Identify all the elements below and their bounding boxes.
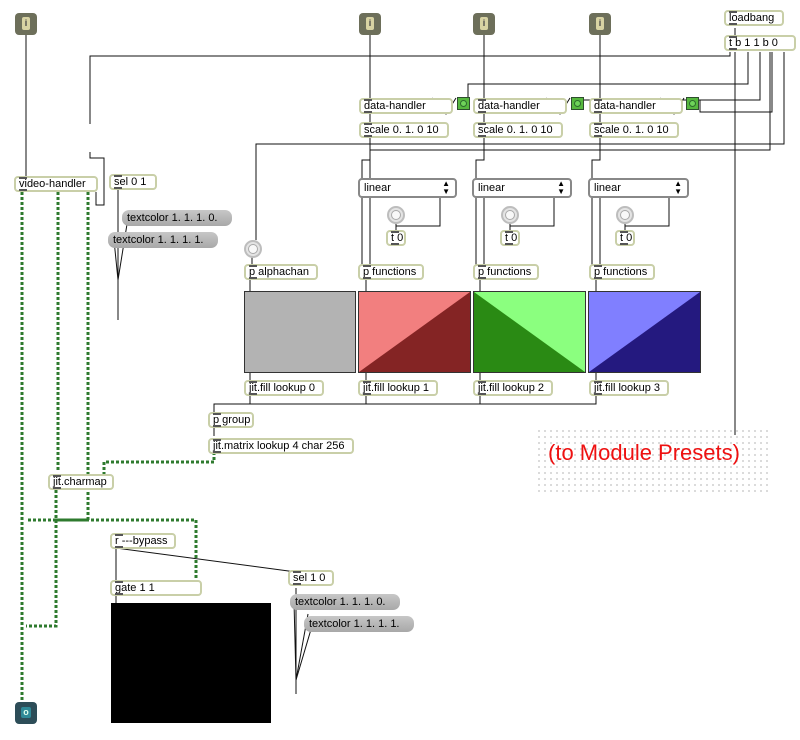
bang-button[interactable] — [501, 206, 519, 224]
textcolor-full-message[interactable]: textcolor 1. 1. 1. 1. — [304, 616, 414, 632]
scale-object[interactable]: scale 0. 1. 0 10 — [359, 122, 449, 138]
interp-menu[interactable]: linear ▲▼ — [472, 178, 572, 198]
red-dark-fill — [359, 292, 470, 372]
t-0-object[interactable]: t 0 — [615, 230, 635, 246]
data-handler-object[interactable]: data-handler — [589, 98, 683, 114]
fill-lookup-object[interactable]: jit.fill lookup 0 — [244, 380, 324, 396]
blue-dark-fill — [589, 292, 700, 372]
inlet-glyph: i — [480, 17, 488, 30]
fill-lookup-object[interactable]: jit.fill lookup 1 — [358, 380, 438, 396]
inlet-icon[interactable]: i — [473, 13, 495, 35]
toggle-checkbox[interactable] — [571, 97, 584, 110]
menu-arrows-icon: ▲▼ — [557, 179, 565, 196]
outlet-icon[interactable]: o — [15, 702, 37, 724]
interp-menu[interactable]: linear ▲▼ — [588, 178, 689, 198]
gate-object[interactable]: gate 1 1 — [110, 580, 202, 596]
receive-bypass-object[interactable]: r ---bypass — [110, 533, 176, 549]
group-object[interactable]: p group — [208, 412, 254, 428]
textcolor-full-message[interactable]: textcolor 1. 1. 1. 1. — [108, 232, 218, 248]
t-0-object[interactable]: t 0 — [500, 230, 520, 246]
interp-menu-label: linear — [594, 182, 621, 194]
interp-menu-label: linear — [478, 182, 505, 194]
alphachan-object[interactable]: p alphachan — [244, 264, 318, 280]
video-handler-object[interactable]: video-handler — [14, 176, 98, 192]
comment-panel — [536, 428, 768, 494]
alpha-function-display[interactable] — [244, 291, 356, 373]
module-presets-comment: (to Module Presets) — [548, 440, 740, 465]
functions-object[interactable]: p functions — [473, 264, 539, 280]
video-display[interactable] — [111, 603, 271, 723]
data-handler-object[interactable]: data-handler — [473, 98, 567, 114]
bang-button[interactable] — [387, 206, 405, 224]
menu-arrows-icon: ▲▼ — [674, 179, 682, 196]
fill-lookup-object[interactable]: jit.fill lookup 2 — [473, 380, 553, 396]
blue-function-display[interactable] — [588, 291, 701, 373]
red-function-display[interactable] — [358, 291, 471, 373]
toggle-checkbox[interactable] — [457, 97, 470, 110]
scale-object[interactable]: scale 0. 1. 0 10 — [589, 122, 679, 138]
trigger-object[interactable]: t b 1 1 b 0 — [724, 35, 796, 51]
matrix-object[interactable]: jit.matrix lookup 4 char 256 — [208, 438, 354, 454]
outlet-glyph: o — [21, 707, 31, 718]
textcolor-dim-message[interactable]: textcolor 1. 1. 1. 0. — [122, 210, 232, 226]
inlet-glyph: i — [596, 17, 604, 30]
data-handler-object[interactable]: data-handler — [359, 98, 453, 114]
inlet-icon[interactable]: i — [15, 13, 37, 35]
fill-lookup-object[interactable]: jit.fill lookup 3 — [589, 380, 669, 396]
charmap-object[interactable]: jit.charmap — [48, 474, 114, 490]
functions-object[interactable]: p functions — [589, 264, 655, 280]
inlet-icon[interactable]: i — [589, 13, 611, 35]
inlet-glyph: i — [366, 17, 374, 30]
scale-object[interactable]: scale 0. 1. 0 10 — [473, 122, 563, 138]
interp-menu-label: linear — [364, 182, 391, 194]
alpha-fill — [245, 292, 355, 372]
loadbang-object[interactable]: loadbang — [724, 10, 784, 26]
green-function-display[interactable] — [473, 291, 586, 373]
inlet-glyph: i — [22, 17, 30, 30]
sel-1-0-object[interactable]: sel 1 0 — [288, 570, 334, 586]
bang-button[interactable] — [616, 206, 634, 224]
textcolor-dim-message[interactable]: textcolor 1. 1. 1. 0. — [290, 594, 400, 610]
bang-button[interactable] — [244, 240, 262, 258]
inlet-icon[interactable]: i — [359, 13, 381, 35]
sel-0-1-object[interactable]: sel 0 1 — [109, 174, 157, 190]
menu-arrows-icon: ▲▼ — [442, 179, 450, 196]
t-0-object[interactable]: t 0 — [386, 230, 406, 246]
interp-menu[interactable]: linear ▲▼ — [358, 178, 457, 198]
green-dark-fill — [474, 292, 585, 372]
toggle-checkbox[interactable] — [686, 97, 699, 110]
functions-object[interactable]: p functions — [358, 264, 424, 280]
